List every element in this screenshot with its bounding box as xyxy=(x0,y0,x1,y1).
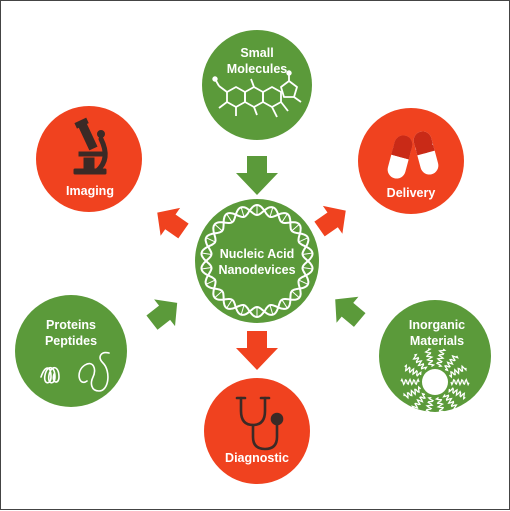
arrow-center-to-delivery xyxy=(314,205,346,237)
label-inorganic-materials: Inorganic Materials xyxy=(409,317,465,349)
node-delivery xyxy=(358,108,464,214)
proteins-line1: Proteins xyxy=(45,318,97,332)
node-inorganic-materials xyxy=(379,300,491,416)
arrow-proteins-to-center xyxy=(146,299,178,330)
molecule-structure-icon xyxy=(212,70,302,118)
delivery-line1: Delivery xyxy=(386,186,436,200)
arrow-center-to-diagnostic xyxy=(236,331,278,370)
capsule-icon xyxy=(387,131,439,179)
node-diagnostic xyxy=(204,378,310,484)
imaging-line1: Imaging xyxy=(66,184,114,198)
arrow-inorganic-to-center xyxy=(335,296,366,327)
nanoparticle-icon xyxy=(400,348,470,416)
microscope-icon xyxy=(73,117,108,175)
node-small-molecules xyxy=(202,30,312,140)
small-molecules-line1: Small xyxy=(240,46,274,60)
node-proteins-peptides xyxy=(15,295,127,407)
label-delivery: Delivery xyxy=(387,185,436,201)
small-molecules-line2: Molecules xyxy=(226,62,288,76)
label-proteins-peptides: Proteins Peptides xyxy=(45,317,97,349)
label-small-molecules: Small Molecules xyxy=(227,45,287,77)
label-diagnostic: Diagnostic xyxy=(225,450,289,466)
proteins-line2: Peptides xyxy=(44,334,98,348)
dna-helix-ring-icon xyxy=(200,203,314,319)
center-node xyxy=(195,199,319,323)
diagnostic-line1: Diagnostic xyxy=(225,451,289,465)
arrow-small-molecules-to-center xyxy=(236,156,278,195)
label-imaging: Imaging xyxy=(66,183,114,199)
center-line1: Nucleic Acid xyxy=(219,247,295,261)
node-imaging xyxy=(36,106,142,212)
center-line2: Nanodevices xyxy=(218,263,296,277)
stethoscope-icon xyxy=(235,396,284,451)
nanoparticle-core xyxy=(422,369,448,395)
label-center: Nucleic Acid Nanodevices xyxy=(218,246,295,278)
inorganic-line2: Materials xyxy=(409,334,465,348)
arrow-center-to-imaging xyxy=(157,207,189,239)
peptide-coil-icon xyxy=(40,351,110,392)
inorganic-line1: Inorganic xyxy=(408,318,466,332)
